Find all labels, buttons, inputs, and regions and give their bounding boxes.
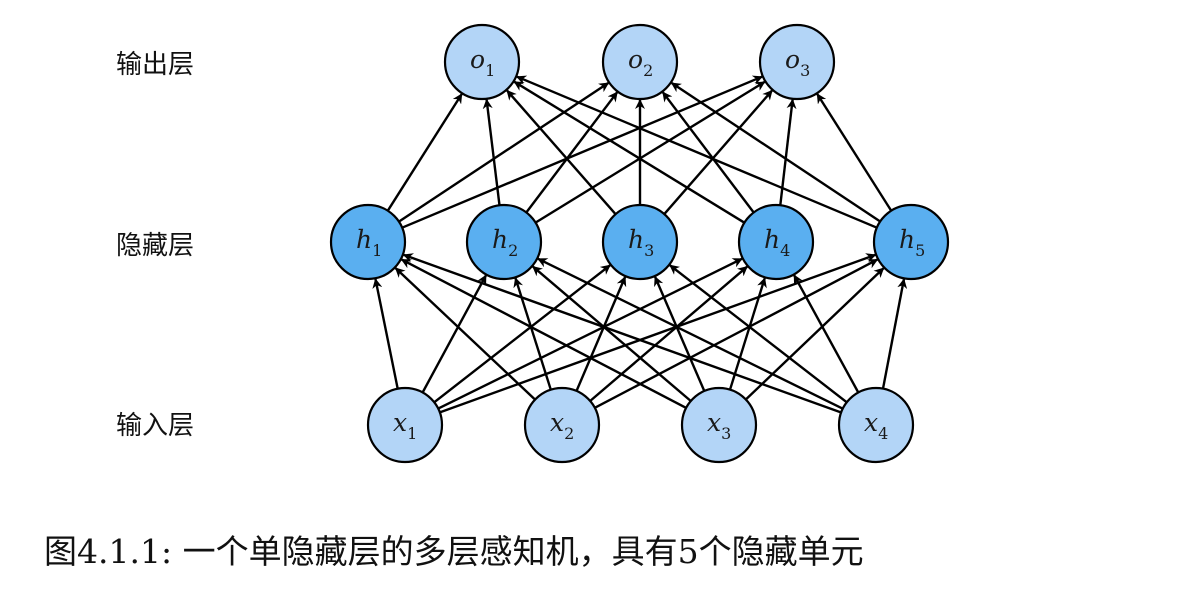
edge-hidden3-to-output3	[663, 89, 773, 215]
edge-input2-to-hidden3	[575, 276, 627, 392]
input-node-4: x4	[837, 386, 915, 464]
input-node-variable: x	[707, 408, 721, 437]
hidden-node-5: h5	[872, 203, 950, 281]
edge-hidden4-to-output1	[513, 80, 746, 224]
input-layer-label: 输入层	[116, 411, 194, 441]
input-node-circle	[523, 386, 601, 464]
connections	[372, 75, 908, 414]
output-node-circle	[758, 23, 836, 101]
hidden-node-circle	[329, 203, 407, 281]
input-node-2: x2	[523, 386, 601, 464]
output-node-3: o3	[758, 23, 836, 101]
edge-input3-to-hidden1	[400, 258, 687, 409]
input-node-variable: x	[864, 408, 878, 437]
hidden-node-circle	[737, 203, 815, 281]
hidden-node-variable: h	[628, 225, 644, 254]
output-node-1: o1	[443, 23, 521, 101]
edge-input1-to-hidden1	[372, 278, 399, 389]
hidden-node-variable: h	[492, 225, 508, 254]
edge-hidden5-to-output1	[516, 75, 878, 229]
input-node-label: x1	[393, 408, 417, 443]
input-node-1: x1	[366, 386, 444, 464]
input-node-circle	[680, 386, 758, 464]
edge-hidden5-to-output3	[816, 93, 893, 212]
input-node-label: x2	[550, 408, 574, 443]
output-node-circle	[443, 23, 521, 101]
hidden-node-variable: h	[356, 225, 372, 254]
output-node-subscript: 1	[485, 61, 495, 80]
output-node-circle	[601, 23, 679, 101]
hidden-node-circle	[872, 203, 950, 281]
input-node-variable: x	[550, 408, 564, 437]
output-node-variable: o	[785, 45, 800, 74]
hidden-node-circle	[465, 203, 543, 281]
edge-input2-to-hidden1	[394, 267, 536, 401]
edge-input3-to-hidden4	[728, 277, 767, 391]
output-node-variable: o	[470, 45, 485, 74]
hidden-node-label: h4	[764, 225, 790, 260]
edge-input1-to-hidden4	[437, 257, 743, 410]
edge-input4-to-hidden1	[402, 253, 842, 414]
hidden-node-variable: h	[899, 225, 915, 254]
edge-hidden1-to-output1	[386, 93, 463, 212]
hidden-node-label: h2	[492, 225, 518, 260]
hidden-node-subscript: 1	[372, 241, 382, 260]
hidden-node-label: h1	[356, 225, 382, 260]
input-node-subscript: 3	[721, 424, 731, 443]
input-node-variable: x	[393, 408, 407, 437]
output-node-label: o2	[628, 45, 653, 80]
input-node-3: x3	[680, 386, 758, 464]
edge-input1-to-hidden3	[433, 264, 611, 404]
output-node-subscript: 3	[800, 61, 810, 80]
output-layer-label: 输出层	[116, 50, 194, 80]
output-node-2: o2	[601, 23, 679, 101]
edge-hidden2-to-output3	[534, 80, 766, 224]
hidden-node-2: h2	[465, 203, 543, 281]
edge-input4-to-hidden2	[537, 257, 844, 410]
output-node-subscript: 2	[643, 61, 653, 80]
hidden-node-variable: h	[764, 225, 780, 254]
hidden-node-4: h4	[737, 203, 815, 281]
edge-hidden4-to-output2	[661, 91, 755, 214]
input-node-subscript: 1	[407, 424, 417, 443]
hidden-node-label: h5	[899, 225, 925, 260]
hidden-node-subscript: 4	[780, 241, 790, 260]
edge-hidden5-to-output2	[670, 82, 881, 223]
edge-input4-to-hidden3	[669, 264, 848, 404]
hidden-node-1: h1	[329, 203, 407, 281]
edge-input3-to-hidden2	[532, 265, 692, 402]
hidden-node-subscript: 3	[644, 241, 654, 260]
output-node-variable: o	[628, 45, 643, 74]
input-node-circle	[837, 386, 915, 464]
edge-input4-to-hidden5	[881, 278, 908, 389]
output-node-label: o3	[785, 45, 810, 80]
input-node-subscript: 4	[878, 424, 888, 443]
edge-input3-to-hidden5	[744, 267, 885, 401]
hidden-layer-label: 隐藏层	[116, 231, 194, 261]
edge-input4-to-hidden4	[793, 274, 860, 394]
hidden-node-subscript: 2	[508, 241, 518, 260]
figure-caption: 图4.1.1: 一个单隐藏层的多层感知机，具有5个隐藏单元	[44, 532, 864, 571]
input-node-subscript: 2	[564, 424, 574, 443]
input-node-circle	[366, 386, 444, 464]
edge-hidden2-to-output1	[482, 98, 501, 206]
input-node-label: x3	[707, 408, 731, 443]
edge-hidden2-to-output2	[525, 91, 619, 214]
edge-hidden3-to-output1	[506, 89, 617, 215]
layer-labels: 输出层 隐藏层 输入层	[116, 50, 194, 441]
edge-input2-to-hidden4	[589, 265, 748, 402]
input-node-label: x4	[864, 408, 888, 443]
output-node-label: o1	[470, 45, 495, 80]
edge-input3-to-hidden3	[653, 275, 706, 392]
edge-hidden1-to-output2	[398, 81, 610, 223]
hidden-node-label: h3	[628, 225, 654, 260]
edge-input1-to-hidden2	[421, 274, 487, 394]
hidden-node-3: h3	[601, 203, 679, 281]
edge-input2-to-hidden5	[594, 258, 879, 409]
hidden-node-subscript: 5	[915, 241, 925, 260]
hidden-node-circle	[601, 203, 679, 281]
